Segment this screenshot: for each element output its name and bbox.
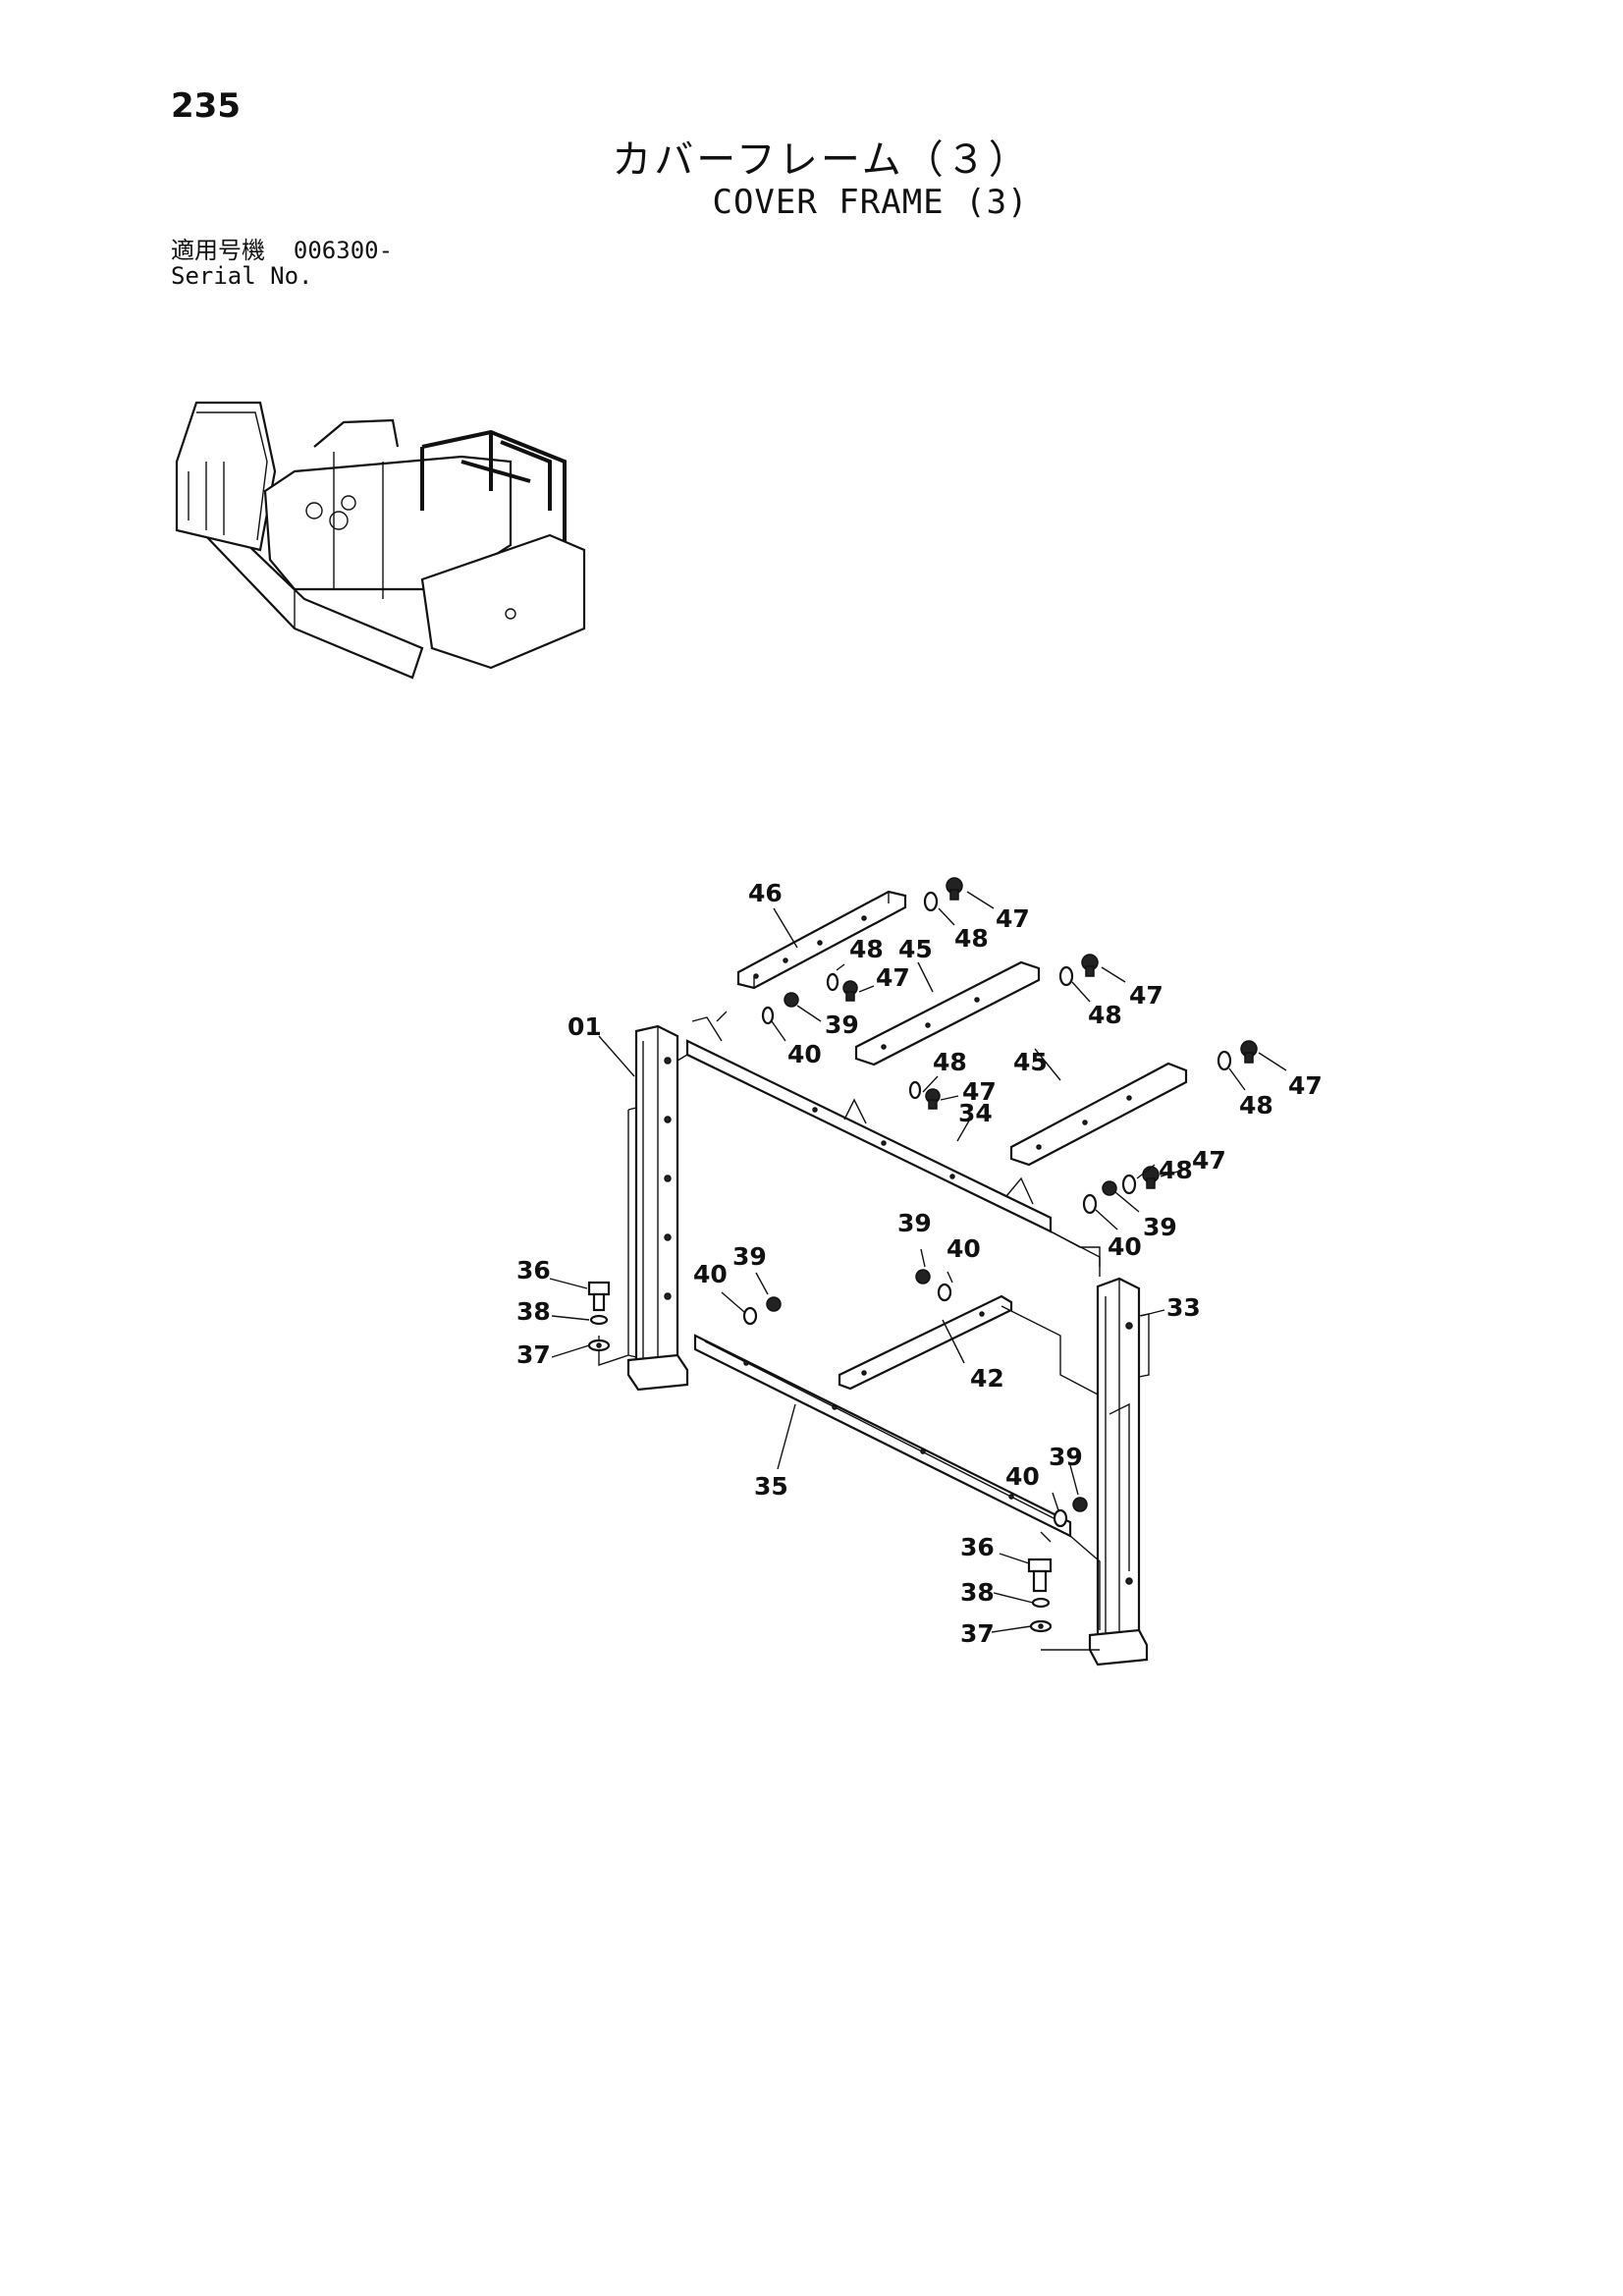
callout-01: 01 [568, 1012, 602, 1041]
part-34-upper-member [685, 1039, 1053, 1233]
callout-40: 40 [947, 1234, 981, 1263]
callout-48: 48 [1088, 1001, 1122, 1029]
callout-48: 48 [933, 1048, 967, 1076]
serial-block: 適用号機 006300- Serial No. [171, 238, 393, 289]
callout-36: 36 [516, 1256, 551, 1285]
callout-45: 45 [898, 935, 933, 963]
callout-47: 47 [996, 904, 1030, 933]
callout-39: 39 [825, 1011, 859, 1039]
part-42-bracket [838, 1294, 1013, 1391]
part-33-right-upright [1096, 1277, 1141, 1652]
callout-45: 45 [1013, 1048, 1048, 1076]
callout-39: 39 [732, 1242, 767, 1271]
callout-37: 37 [960, 1619, 995, 1648]
callout-46: 46 [748, 879, 783, 907]
callout-47: 47 [876, 963, 910, 992]
washers [742, 891, 1232, 1528]
callout-33: 33 [1166, 1293, 1201, 1322]
callout-48: 48 [954, 924, 989, 953]
callout-42: 42 [970, 1364, 1004, 1393]
callout-47: 47 [962, 1077, 997, 1106]
bolt-set-left [587, 1281, 611, 1352]
title-japanese: カバーフレーム（３） [612, 137, 1031, 183]
callout-40: 40 [1005, 1462, 1040, 1491]
cover-frame-exploded-view: 46 47 48 48 47 45 47 48 01 39 40 48 47 4… [516, 877, 1323, 1667]
callout-47: 47 [1129, 981, 1163, 1010]
part-45-bracket-lower [1009, 1062, 1188, 1167]
callout-40: 40 [787, 1040, 822, 1068]
callout-40: 40 [693, 1260, 728, 1288]
bolt-set-right [1027, 1558, 1053, 1633]
callout-39: 39 [1143, 1213, 1177, 1241]
serial-label-en: Serial No. [171, 262, 313, 290]
leader-lines [549, 891, 1287, 1633]
callout-38: 38 [960, 1578, 995, 1607]
callout-39: 39 [1049, 1443, 1083, 1471]
callout-34: 34 [958, 1099, 993, 1127]
callout-40: 40 [1108, 1232, 1142, 1261]
part-45-bracket-upper [854, 960, 1041, 1066]
serial-value: 006300- [293, 237, 394, 264]
callout-47: 47 [1288, 1071, 1323, 1100]
title-english: COVER FRAME (3) [712, 183, 1029, 222]
machine-overview-illustration [175, 401, 586, 680]
callout-38: 38 [516, 1297, 551, 1326]
callout-37: 37 [516, 1340, 551, 1369]
page-number: 235 [171, 86, 241, 126]
serial-label-jp: 適用号機 [171, 237, 265, 264]
callout-47: 47 [1192, 1146, 1226, 1175]
callout-labels: 46 47 48 48 47 45 47 48 01 39 40 48 47 4… [516, 879, 1323, 1648]
callout-36: 36 [960, 1533, 995, 1561]
bolts-47 [842, 877, 1258, 1189]
screws-39 [766, 992, 1117, 1512]
callout-48: 48 [1159, 1156, 1193, 1184]
callout-39: 39 [897, 1209, 932, 1237]
callout-48: 48 [1239, 1091, 1273, 1120]
callout-35: 35 [754, 1472, 788, 1501]
callout-48: 48 [849, 935, 884, 963]
